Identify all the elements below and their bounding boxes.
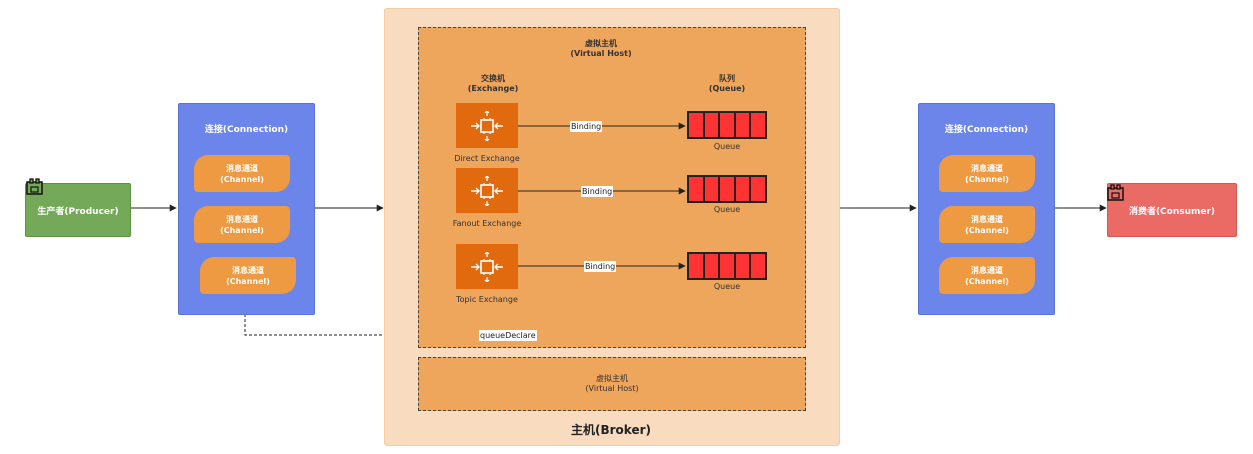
exchange-label: Fanout Exchange [452,219,522,228]
consumer-node: 消费者(Consumer) [1107,183,1237,237]
binding-label: Binding [581,186,614,197]
channel-node: 消息通道 (Channel) [939,257,1035,294]
queue-node [687,111,767,139]
channel-node: 消息通道 (Channel) [194,155,290,192]
exchange-header: 交换机 (Exchange) [467,74,519,93]
binding-label: Binding [584,261,617,272]
connection-title: 连接(Connection) [944,125,1029,135]
left-connection-box: 连接(Connection) 消息通道 (Channel) 消息通道 (Chan… [178,103,315,315]
channel-label-en: (Channel) [965,276,1009,286]
producer-label: 生产者(Producer) [37,206,119,217]
channel-label-en: (Channel) [220,225,264,235]
plug-icon [26,178,43,195]
direct-exchange-node [456,103,518,148]
vhost-title: 虚拟主机 (Virtual Host) [570,39,632,58]
exchange-label: Direct Exchange [454,154,520,163]
channel-label-en: (Channel) [220,174,264,184]
channel-label-en: (Channel) [226,276,270,286]
queue-header: 队列 (Queue) [708,74,746,93]
queue-label: Queue [713,282,741,291]
channel-node: 消息通道 (Channel) [939,155,1035,192]
vhost-second-title: 虚拟主机 [596,374,628,383]
queue-node [687,252,767,280]
queue-label: Queue [713,205,741,214]
channel-label: 消息通道 [971,163,1003,173]
channel-label-en: (Channel) [965,225,1009,235]
channel-label: 消息通道 [226,214,258,224]
vhost-second-title-en: (Virtual Host) [585,384,639,393]
channel-label: 消息通道 [971,265,1003,275]
broker-label: 主机(Broker) [571,423,651,437]
exchange-icon [471,110,503,141]
channel-label: 消息通道 [971,214,1003,224]
exchange-label: Topic Exchange [456,295,518,304]
queue-declare-label: queueDeclare [479,330,537,341]
queue-node [687,175,767,203]
connection-title: 连接(Connection) [204,125,289,135]
channel-label: 消息通道 [226,163,258,173]
exchange-icon [471,251,503,282]
consumer-label: 消费者(Consumer) [1128,206,1216,217]
fanout-exchange-node [456,168,518,213]
binding-label: Binding [570,121,603,132]
topic-exchange-node [456,244,518,289]
vhost-second: 虚拟主机 (Virtual Host) [418,357,806,411]
plug-icon [1107,184,1124,201]
channel-node: 消息通道 (Channel) [194,206,290,243]
channel-label: 消息通道 [232,265,264,275]
channel-label-en: (Channel) [965,174,1009,184]
queue-label: Queue [713,142,741,151]
channel-node: 消息通道 (Channel) [939,206,1035,243]
exchange-icon [471,175,503,206]
right-connection-box: 连接(Connection) 消息通道 (Channel) 消息通道 (Chan… [918,103,1055,315]
channel-node: 消息通道 (Channel) [200,257,296,294]
